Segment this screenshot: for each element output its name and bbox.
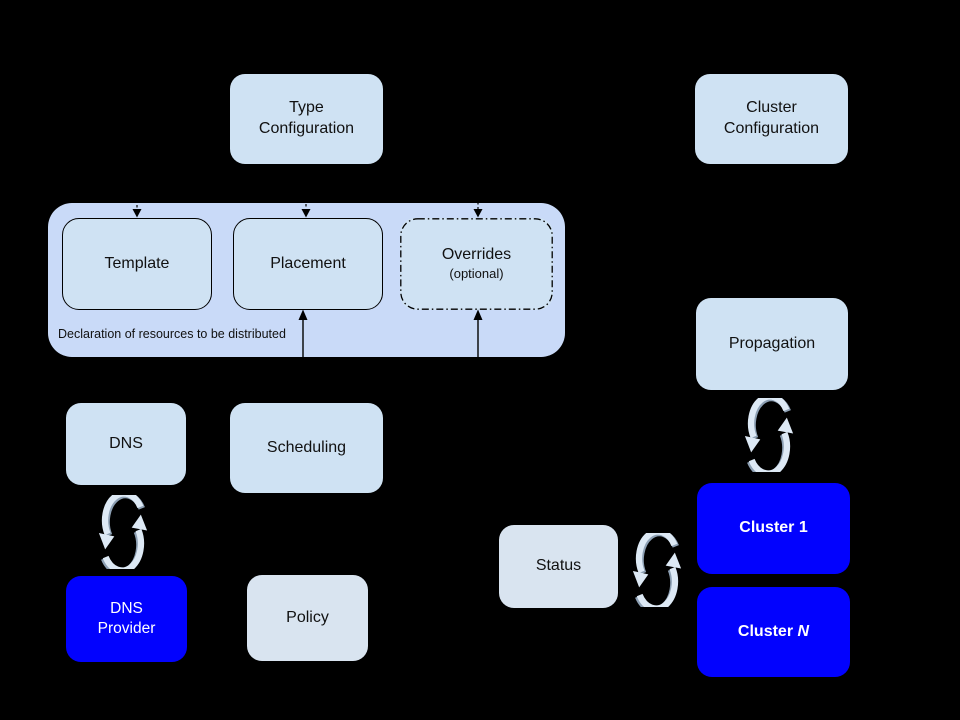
node-label: Cluster 1 — [739, 519, 808, 537]
node-label: Propagation — [728, 334, 816, 352]
node-label: DNS Provider — [97, 599, 156, 637]
node-label: DNS — [109, 434, 143, 452]
node-cluster-configuration: Cluster Configuration — [695, 74, 848, 164]
node-label: Placement — [270, 254, 346, 272]
node-placement: Placement — [233, 218, 383, 310]
node-type-configuration: Type Configuration — [230, 74, 383, 164]
sync-icon — [742, 393, 796, 479]
node-label: Type Configuration — [258, 99, 355, 137]
node-scheduling: Scheduling — [230, 403, 383, 493]
node-label: Template — [104, 254, 170, 272]
dash-dot-border — [400, 218, 553, 310]
group-caption: Declaration of resources to be distribut… — [58, 327, 286, 341]
resource-declaration-group: Template Placement Overrides (optional) … — [48, 203, 565, 357]
node-policy: Policy — [247, 575, 368, 661]
node-label: Status — [535, 557, 582, 575]
sync-icon — [630, 528, 684, 614]
node-dns-provider: DNS Provider — [66, 576, 187, 662]
node-label: Overrides (optional) — [441, 246, 512, 281]
node-label: Cluster Configuration — [723, 99, 820, 137]
node-cluster-1: Cluster 1 — [697, 483, 850, 574]
node-label: Policy — [286, 608, 329, 626]
node-label: Scheduling — [266, 438, 347, 456]
node-template: Template — [62, 218, 212, 310]
node-overrides: Overrides (optional) — [400, 218, 553, 310]
node-dns: DNS — [66, 403, 186, 485]
sync-icon — [96, 490, 150, 576]
node-status: Status — [499, 525, 618, 608]
node-propagation: Propagation — [696, 298, 848, 390]
